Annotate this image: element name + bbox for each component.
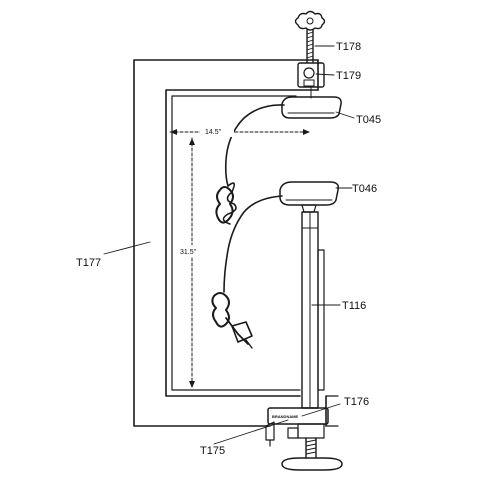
height-label-bg	[176, 245, 208, 257]
nut-block-hole	[303, 67, 315, 79]
height-dimension: 31.5"	[176, 137, 208, 389]
leader-t176	[301, 403, 341, 417]
label-t175: T175	[200, 445, 225, 457]
upper-cord	[224, 104, 285, 187]
lower-plug	[231, 321, 253, 343]
label-t116: T116	[342, 300, 366, 312]
leader-t175	[213, 419, 289, 445]
t046-lower-head	[211, 181, 340, 349]
label-t179: T179	[336, 70, 361, 82]
leader-t045	[335, 111, 355, 119]
side-knob	[287, 427, 299, 439]
height-arrow-top	[189, 138, 195, 145]
upper-plug-coil	[222, 182, 237, 225]
c-frame	[133, 59, 339, 427]
width-label-bg	[200, 125, 234, 137]
label-t178: T178	[336, 41, 361, 53]
foot-pad	[281, 457, 343, 471]
side-lever	[265, 421, 275, 441]
t175-foot-screw	[265, 421, 343, 471]
height-label: 31.5"	[180, 249, 197, 256]
lower-head-housing	[279, 181, 340, 206]
label-t176: T176	[344, 396, 369, 408]
lower-head-neck	[301, 204, 317, 213]
width-label: 14.5"	[205, 129, 222, 136]
frame-inner-edge	[165, 89, 319, 397]
lower-plug-prong	[245, 339, 253, 349]
lower-plug-coil	[211, 292, 230, 328]
leader-t179	[315, 73, 335, 76]
frame-outer-edge	[133, 59, 319, 427]
foot-screw-threads	[305, 439, 317, 455]
upper-head-housing	[281, 96, 342, 119]
t116-column	[301, 211, 325, 409]
part-labels: T178 T179 T045 T046 T177 T116 T176 T175	[76, 41, 381, 457]
screw-threads	[306, 31, 314, 59]
nut-block-body	[297, 62, 325, 88]
brand-text: BRANDNAME	[272, 414, 299, 419]
lower-plug-lead	[225, 317, 249, 345]
leader-t177	[103, 241, 151, 255]
knob-center	[306, 17, 314, 25]
callout-leaders	[103, 45, 355, 445]
label-t045: T045	[356, 114, 381, 126]
label-t046: T046	[352, 183, 377, 195]
frame-inner-lip	[171, 95, 301, 391]
column-side-rail	[317, 249, 325, 391]
width-arrow-left	[170, 129, 177, 135]
label-t177: T177	[76, 257, 101, 269]
star-knob	[294, 10, 326, 31]
t045-upper-head	[215, 96, 342, 225]
width-dimension: 14.5"	[169, 125, 311, 137]
t178-top-screw	[294, 10, 326, 63]
t179-nut-block	[297, 62, 325, 99]
base-clamp-jaw	[297, 423, 325, 439]
lower-cord	[223, 195, 283, 293]
height-arrow-bottom	[189, 381, 195, 388]
upper-plug	[215, 186, 234, 224]
nut-block-tab	[303, 79, 315, 87]
width-arrow-right	[303, 129, 310, 135]
